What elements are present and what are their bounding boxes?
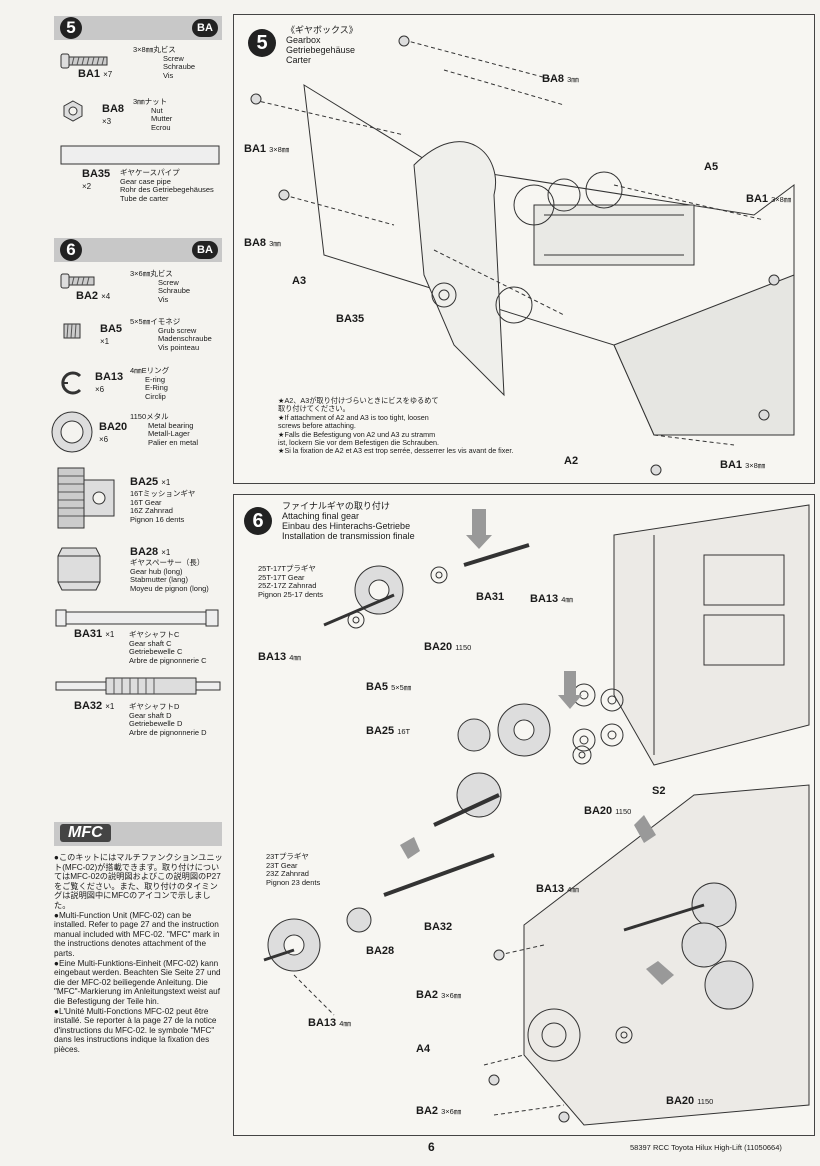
label-ba1: BA1 3×8㎜ xyxy=(746,193,792,205)
part-code: BA8×3 xyxy=(102,103,125,126)
part-desc: 4㎜Eリング E-ring E-Ring Circlip xyxy=(130,366,170,401)
part-desc: ギヤシャフトC Gear shaft C Getriebewelle C Arb… xyxy=(129,630,207,665)
mfc-text: ●このキットにはマルチファンクションユニット(MFC-02)が搭載できます。取り… xyxy=(54,853,223,1054)
part-desc: ギヤスペーサー（長） Gear hub (long) Stabmutter (l… xyxy=(130,558,209,593)
label-ba1: BA1 3×8㎜ xyxy=(720,459,766,471)
step-number: 6 xyxy=(244,507,272,535)
step5-parts-header: 5 BA xyxy=(54,16,222,40)
bearing-icon xyxy=(51,411,93,453)
label-ba13: BA13 4㎜ xyxy=(258,651,301,663)
step6-panel: 6 ファイナルギヤの取り付け Attaching final gear Einb… xyxy=(233,494,815,1136)
part-code: BA5×1 xyxy=(100,323,123,346)
part-code: BA25 ×1 xyxy=(130,476,171,488)
label-ba13: BA13 4㎜ xyxy=(536,883,579,895)
label-a5: A5 xyxy=(704,161,719,173)
part-desc: 16Tミッションギヤ 16T Gear 16Z Zahnrad Pignon 1… xyxy=(130,489,196,524)
label-ba8: BA8 3㎜ xyxy=(244,237,281,249)
step5-panel: 5 《ギヤボックス》 Gearbox Getriebegehäuse Carte… xyxy=(233,14,815,484)
part-code: BA2 ×4 xyxy=(76,290,111,302)
step-number: 5 xyxy=(248,29,276,57)
e-ring-icon xyxy=(61,371,82,395)
part-desc: 3×8㎜丸ビス Screw Schraube Vis xyxy=(133,45,196,80)
label-a4: A4 xyxy=(416,1043,431,1055)
screw-icon xyxy=(60,53,108,69)
label-s2: S2 xyxy=(652,785,666,797)
label-ba1: BA1 3×8㎜ xyxy=(244,143,290,155)
label-ba8: BA8 3㎜ xyxy=(542,73,579,85)
step6-parts-header: 6 BA xyxy=(54,238,222,262)
label-ba20: BA20 1150 xyxy=(424,641,472,653)
attachment-note: ★A2、A3が取り付けづらいときにビスをゆるめて 取り付けてください。 ★If … xyxy=(278,396,514,456)
part-code: BA1 ×7 xyxy=(78,68,113,80)
part-code: BA13×6 xyxy=(95,371,124,394)
part-desc: 5×5㎜イモネジ Grub screw Madenschraube Vis po… xyxy=(130,317,212,352)
gear-icon xyxy=(57,467,115,529)
label-ba2: BA2 3×6㎜ xyxy=(416,989,462,1001)
step-number: 6 xyxy=(60,239,82,261)
mfc-header: MFC xyxy=(54,822,222,846)
part-desc: 3㎜ナット Nut Mutter Ecrou xyxy=(133,97,173,132)
gear25-caption: 25T-17Tプラギヤ 25T-17T Gear 25Z-17Z Zahnrad… xyxy=(258,564,324,599)
gear23-caption: 23Tプラギヤ 23T Gear 23Z Zahnrad Pignon 23 d… xyxy=(266,852,321,887)
final-gear-drawing xyxy=(263,504,810,1126)
part-code: BA28 ×1 xyxy=(130,546,171,558)
label-ba13: BA13 4㎜ xyxy=(308,1017,351,1029)
label-ba13: BA13 4㎜ xyxy=(530,593,573,605)
mfc-badge: MFC xyxy=(60,824,111,842)
product-code: 58397 RCC Toyota Hilux High-Lift (110506… xyxy=(630,1143,782,1152)
step-title: ファイナルギヤの取り付け Attaching final gear Einbau… xyxy=(282,501,415,541)
label-ba25: BA25 16T xyxy=(366,725,411,737)
label-ba20: BA20 1150 xyxy=(666,1095,714,1107)
label-ba31: BA31 xyxy=(476,591,505,603)
label-ba20: BA20 1150 xyxy=(584,805,632,817)
label-ba5: BA5 5×5㎜ xyxy=(366,681,412,693)
label-ba28: BA28 xyxy=(366,945,395,957)
gear-hub-icon xyxy=(57,547,101,591)
shaft-d-icon xyxy=(55,677,221,695)
nut-icon xyxy=(63,100,83,122)
bag-badge: BA xyxy=(192,19,218,37)
part-desc: 1150メタル Metal bearing Metall-Lager Palie… xyxy=(130,412,199,447)
part-code: BA20×6 xyxy=(99,421,128,444)
part-code: BA31 ×1 xyxy=(74,628,115,640)
step-number: 5 xyxy=(60,17,82,39)
part-desc: 3×6㎜丸ビス Screw Schraube Vis xyxy=(130,269,191,304)
label-a2: A2 xyxy=(564,455,579,467)
label-ba2: BA2 3×6㎜ xyxy=(416,1105,462,1117)
screw-icon xyxy=(60,273,95,289)
bag-badge: BA xyxy=(192,241,218,259)
step-title: 《ギヤボックス》 Gearbox Getriebegehäuse Carter xyxy=(286,25,358,65)
label-ba35: BA35 xyxy=(336,313,365,325)
page-number: 6 xyxy=(428,1140,435,1154)
label-a3: A3 xyxy=(292,275,307,287)
part-code: BA32 ×1 xyxy=(74,700,115,712)
part-code: BA35×2 xyxy=(82,168,111,191)
gearbox-drawing xyxy=(250,35,795,476)
part-desc: ギヤシャフトD Gear shaft D Getriebewelle D Arb… xyxy=(129,702,207,737)
pipe-icon xyxy=(60,145,220,165)
part-desc: ギヤケースパイプ Gear case pipe Rohr des Getrieb… xyxy=(120,168,214,203)
grub-screw-icon xyxy=(63,323,81,339)
shaft-c-icon xyxy=(55,609,219,627)
label-ba32: BA32 xyxy=(424,921,453,933)
